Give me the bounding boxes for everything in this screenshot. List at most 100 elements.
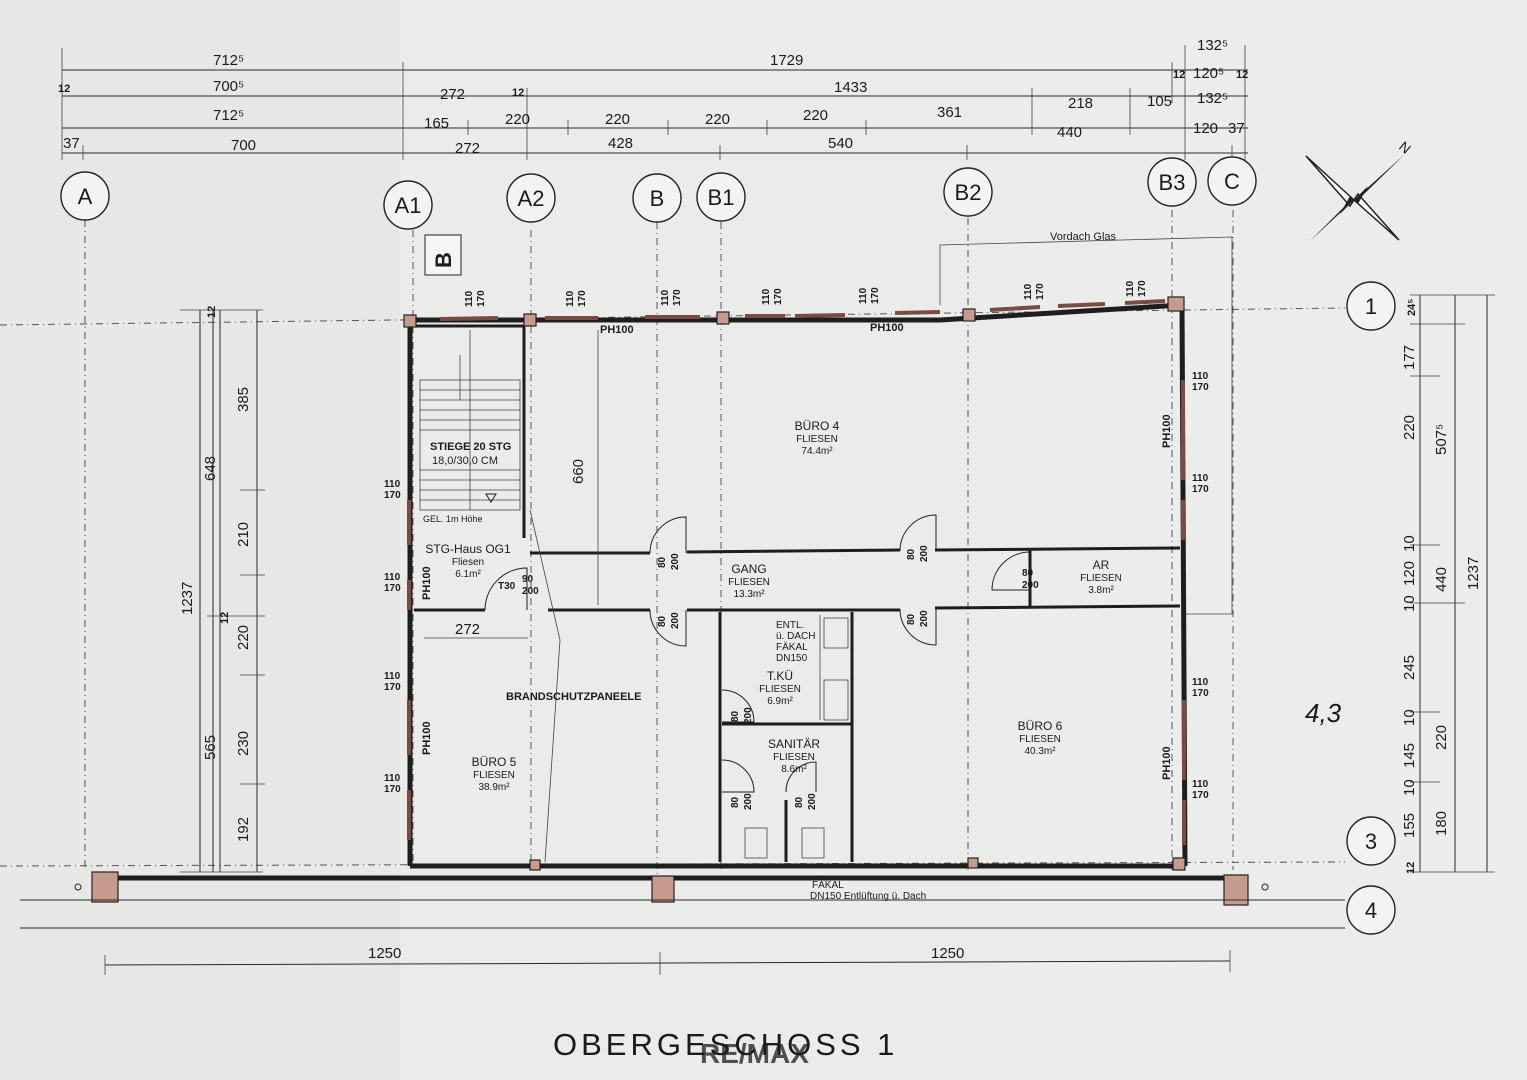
svg-text:74.4m²: 74.4m² bbox=[801, 446, 833, 457]
dim-132-a: 132⁵ bbox=[1197, 37, 1228, 54]
svg-text:428: 428 bbox=[608, 135, 633, 152]
svg-text:272: 272 bbox=[440, 86, 465, 103]
svg-text:STG-Haus OG1: STG-Haus OG1 bbox=[425, 542, 511, 556]
svg-text:4: 4 bbox=[1365, 898, 1377, 923]
grid-bubble-4 bbox=[1346, 885, 1396, 935]
top-dim-row2: 12 700⁵ 272 12 1433 12 120⁵ 12 bbox=[58, 65, 1248, 103]
svg-text:200: 200 bbox=[670, 612, 681, 629]
door-labels: 80 200 80 200 80 200 80 200 80 200 90 20… bbox=[498, 545, 1039, 810]
svg-text:FLIESEN: FLIESEN bbox=[796, 434, 838, 445]
svg-text:200: 200 bbox=[807, 793, 818, 810]
svg-text:110: 110 bbox=[1192, 677, 1209, 688]
room-stg-haus: STG-Haus OG1 Fliesen 6.1m² bbox=[425, 542, 511, 580]
svg-text:105: 105 bbox=[1147, 93, 1172, 110]
handwritten-note: 4,3 bbox=[1305, 698, 1342, 728]
svg-text:110: 110 bbox=[384, 572, 401, 583]
svg-text:200: 200 bbox=[919, 610, 930, 627]
grid-bubble-c bbox=[1207, 156, 1257, 206]
ph100-labels: PH100 PH100 PH100 PH100 PH100 PH100 bbox=[421, 322, 1173, 780]
svg-text:220: 220 bbox=[705, 111, 730, 128]
svg-text:3: 3 bbox=[1365, 829, 1377, 854]
svg-text:200: 200 bbox=[1022, 580, 1039, 591]
svg-text:B2: B2 bbox=[955, 180, 982, 205]
svg-text:245: 245 bbox=[1401, 655, 1418, 680]
bottom-dimensions: 1250 1250 bbox=[104, 945, 1231, 975]
svg-text:12: 12 bbox=[219, 612, 231, 624]
svg-text:12: 12 bbox=[1236, 69, 1248, 81]
svg-text:170: 170 bbox=[1192, 484, 1209, 495]
svg-text:12: 12 bbox=[1173, 69, 1185, 81]
svg-text:10: 10 bbox=[1401, 595, 1418, 612]
svg-text:145: 145 bbox=[1401, 743, 1418, 768]
svg-text:1: 1 bbox=[1365, 294, 1377, 319]
svg-text:170: 170 bbox=[384, 583, 401, 594]
svg-text:10: 10 bbox=[1401, 535, 1418, 552]
svg-text:AR: AR bbox=[1093, 558, 1110, 572]
svg-text:1237: 1237 bbox=[1465, 557, 1482, 590]
svg-text:170: 170 bbox=[384, 682, 401, 693]
drawing-title: OBERGESCHOSS 1 bbox=[553, 1027, 898, 1062]
svg-text:712⁵: 712⁵ bbox=[213, 107, 244, 124]
svg-text:220: 220 bbox=[1401, 415, 1418, 440]
side-windows bbox=[407, 380, 1186, 845]
right-dim-labels: 1237 507⁵ 440 24⁵ 177 220 10 120 10 245 … bbox=[1401, 299, 1482, 874]
svg-text:12: 12 bbox=[58, 83, 70, 95]
svg-text:C: C bbox=[1224, 169, 1240, 194]
svg-text:GANG: GANG bbox=[731, 562, 766, 576]
stair-treads bbox=[420, 389, 520, 501]
svg-text:6.9m²: 6.9m² bbox=[767, 696, 793, 707]
svg-text:1433: 1433 bbox=[834, 79, 867, 96]
svg-text:170: 170 bbox=[384, 490, 401, 501]
svg-text:24⁵: 24⁵ bbox=[1406, 299, 1418, 316]
svg-text:110: 110 bbox=[384, 479, 401, 490]
svg-text:120: 120 bbox=[1401, 561, 1418, 586]
top-dimension-chains bbox=[61, 45, 1248, 160]
svg-text:170: 170 bbox=[1137, 280, 1148, 297]
svg-text:BÜRO 5: BÜRO 5 bbox=[472, 755, 517, 769]
svg-text:FLIESEN: FLIESEN bbox=[473, 770, 515, 781]
svg-text:660: 660 bbox=[570, 459, 587, 484]
svg-text:180: 180 bbox=[1433, 811, 1450, 836]
interior-walls bbox=[414, 326, 1181, 862]
grid-bubble-b1 bbox=[696, 172, 746, 222]
left-dim-labels: 1237 648 565 385 210 220 230 192 12 12 bbox=[179, 306, 252, 842]
svg-text:110: 110 bbox=[565, 290, 576, 307]
svg-text:210: 210 bbox=[235, 522, 252, 547]
svg-text:3.8m²: 3.8m² bbox=[1088, 585, 1114, 596]
grid-bubble-a bbox=[60, 171, 110, 221]
grid-bubble-1 bbox=[1346, 281, 1396, 331]
grid-bubbles: A A1 A2 B B1 B2 B3 C 1 3 4 bbox=[60, 156, 1396, 935]
svg-text:37: 37 bbox=[63, 135, 80, 152]
svg-text:1237: 1237 bbox=[179, 582, 196, 615]
svg-text:170: 170 bbox=[672, 289, 683, 306]
svg-text:FÄKAL: FÄKAL bbox=[776, 641, 808, 653]
svg-text:FLIESEN: FLIESEN bbox=[1019, 734, 1061, 745]
svg-text:132⁵: 132⁵ bbox=[1197, 90, 1228, 107]
svg-text:200: 200 bbox=[743, 793, 754, 810]
svg-text:B: B bbox=[431, 252, 456, 268]
svg-text:110: 110 bbox=[858, 287, 869, 304]
grid-bubble-b bbox=[632, 173, 682, 223]
svg-text:FÄKAL: FÄKAL bbox=[812, 879, 844, 891]
grid-bubble-3 bbox=[1346, 816, 1396, 866]
svg-text:120⁵: 120⁵ bbox=[1193, 65, 1224, 82]
svg-text:200: 200 bbox=[743, 707, 754, 724]
svg-text:170: 170 bbox=[1192, 688, 1209, 699]
right-dimension-chains bbox=[1410, 294, 1495, 873]
svg-text:GEL. 1m Höhe: GEL. 1m Höhe bbox=[423, 514, 483, 524]
svg-text:110: 110 bbox=[464, 290, 475, 307]
svg-text:170: 170 bbox=[1192, 790, 1209, 801]
room-tkue: T.KÜ FLIESEN 6.9m² bbox=[759, 669, 801, 707]
svg-text:220: 220 bbox=[1433, 725, 1450, 750]
svg-text:Fliesen: Fliesen bbox=[452, 557, 484, 568]
doors bbox=[484, 514, 1031, 793]
svg-text:110: 110 bbox=[1192, 473, 1209, 484]
grid-bubble-b2 bbox=[943, 167, 993, 217]
svg-text:BÜRO 6: BÜRO 6 bbox=[1018, 719, 1063, 733]
svg-text:272: 272 bbox=[455, 140, 480, 157]
svg-text:PH100: PH100 bbox=[421, 566, 433, 600]
svg-text:200: 200 bbox=[522, 586, 539, 597]
svg-text:155: 155 bbox=[1401, 813, 1418, 838]
svg-text:361: 361 bbox=[937, 104, 962, 121]
svg-text:DN150 Entlüftung ü. Dach: DN150 Entlüftung ü. Dach bbox=[810, 891, 926, 902]
